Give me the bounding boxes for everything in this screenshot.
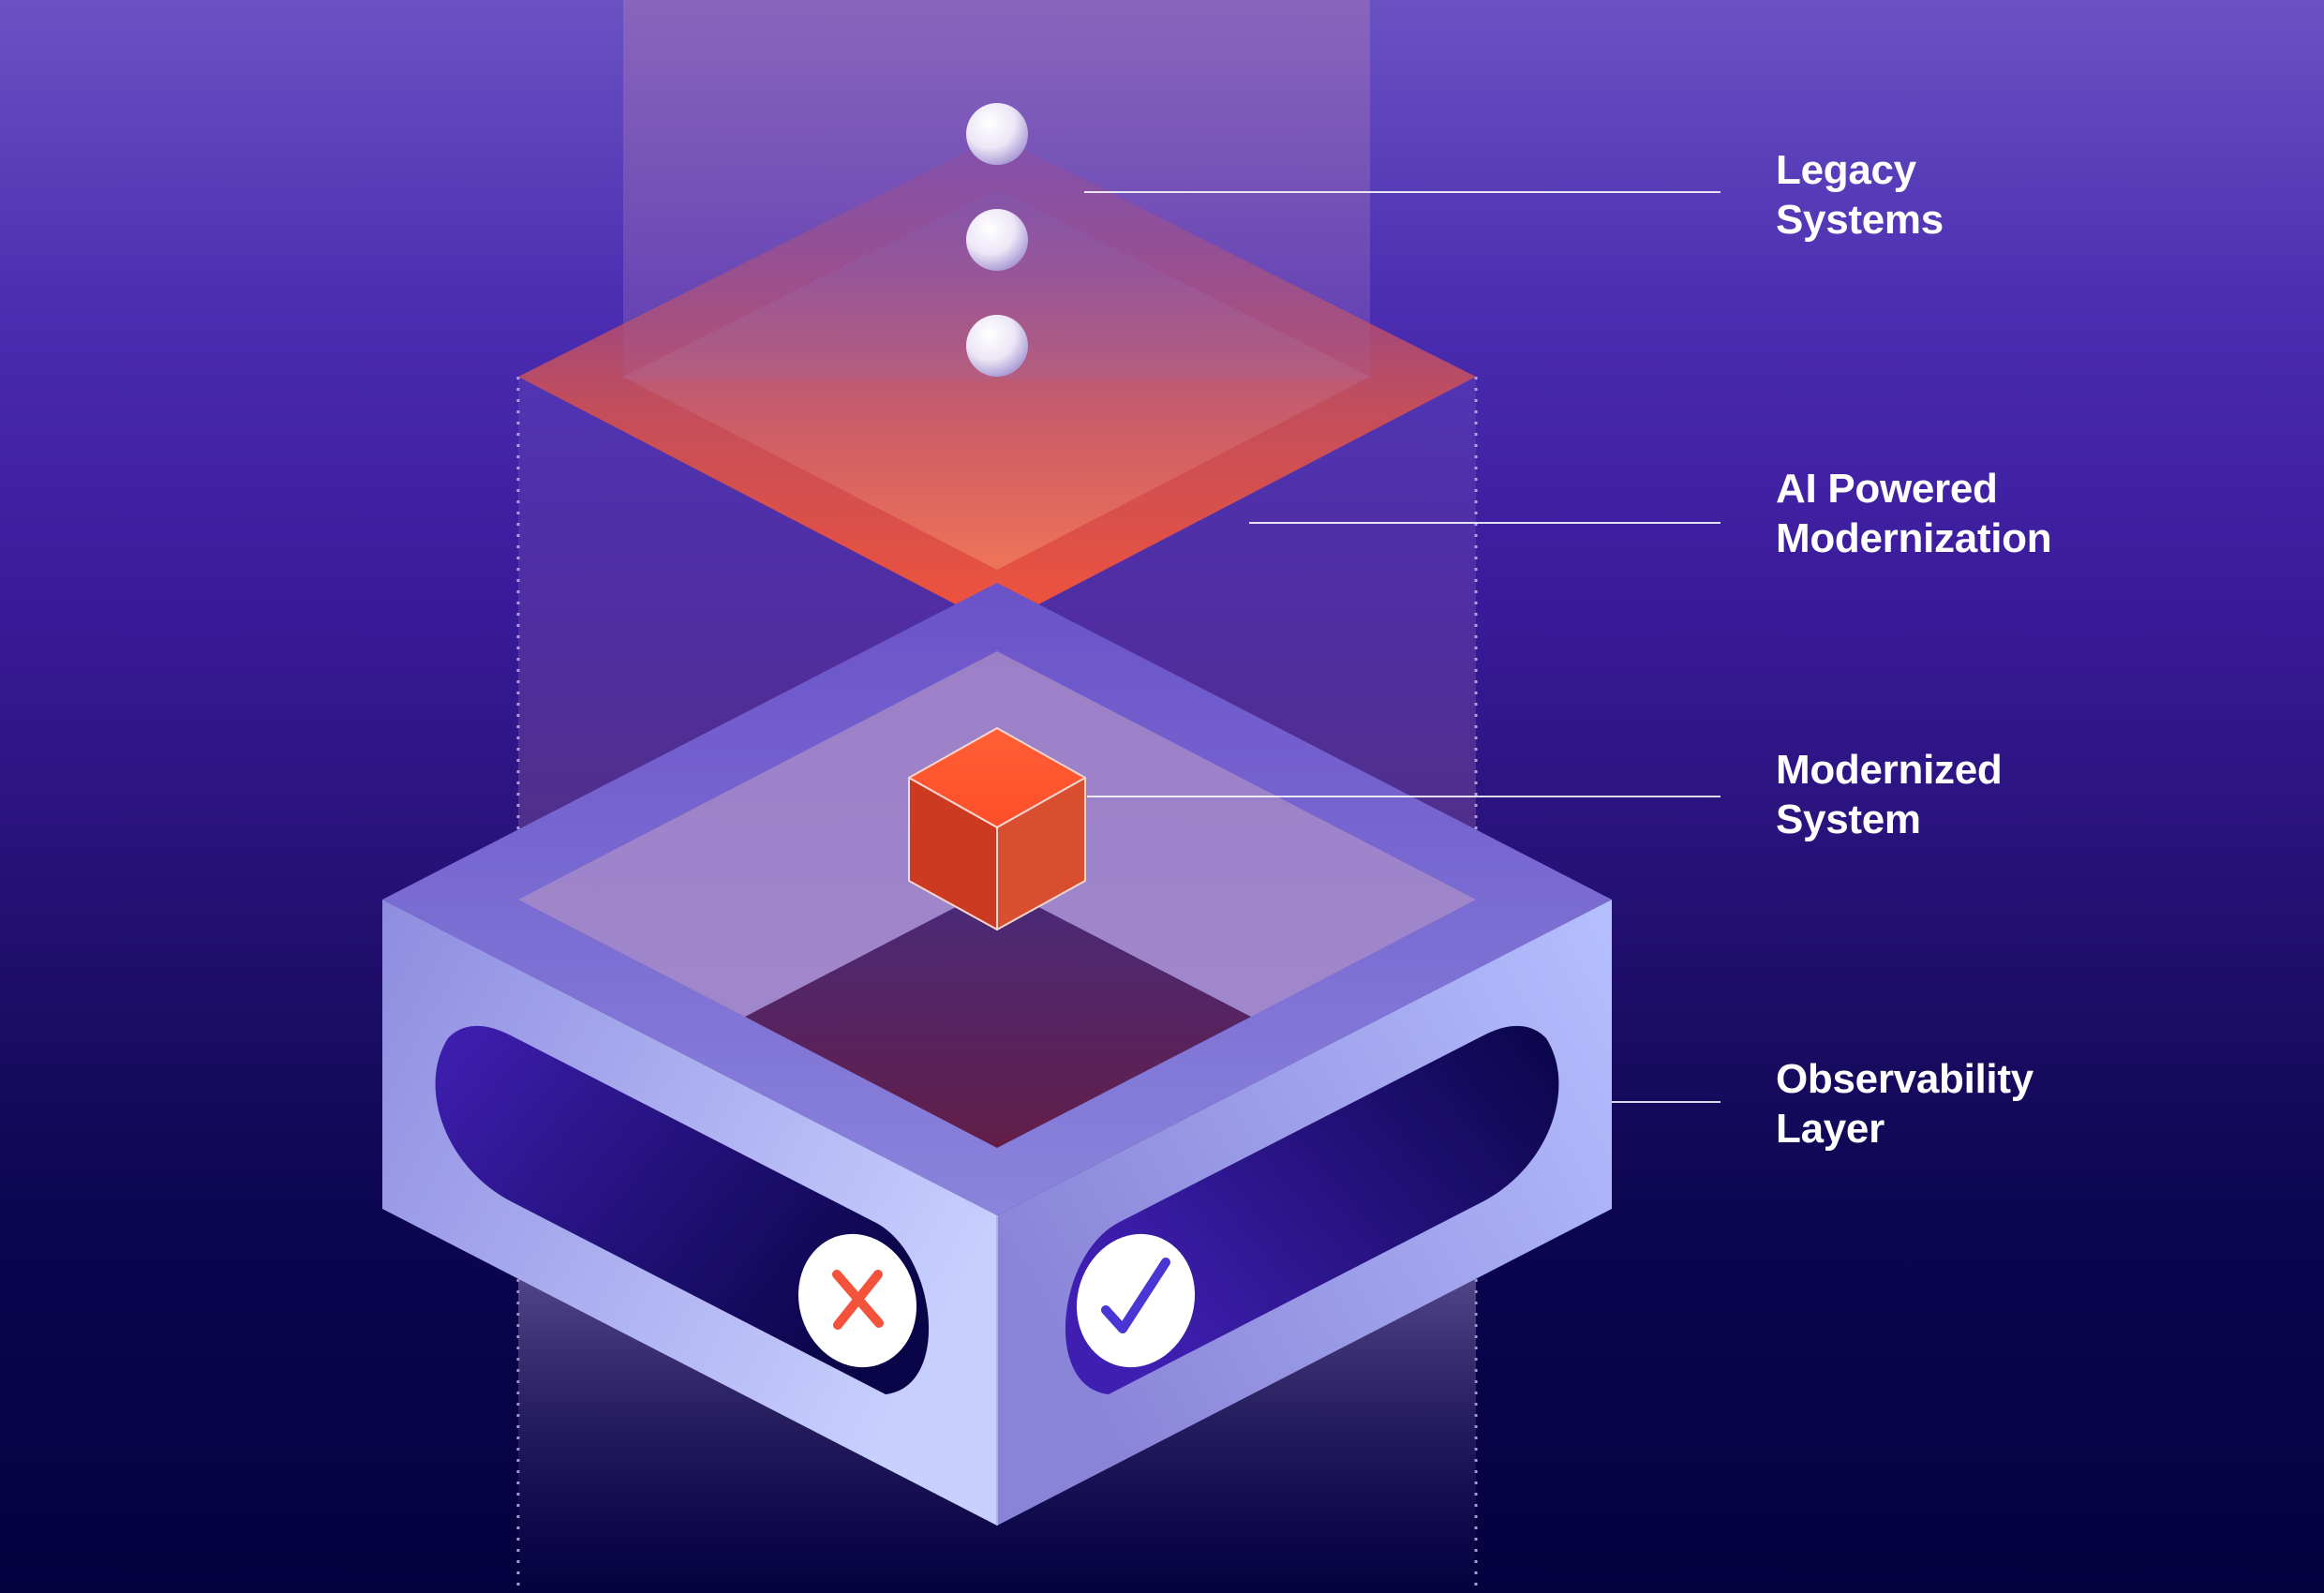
approve-slot [1065, 1025, 1559, 1394]
label-ai-powered-modernization: AI Powered Modernization [1776, 464, 2052, 563]
x-mark-icon [832, 1270, 884, 1330]
label-modernized-system: Modernized System [1776, 745, 2003, 844]
check-mark-icon [1101, 1258, 1170, 1333]
modernized-cube [908, 727, 1086, 930]
reject-slot [435, 1025, 930, 1394]
label-observability-layer: Observability Layer [1776, 1054, 2034, 1154]
legacy-dot [966, 103, 1028, 165]
connector-lines [1084, 191, 1721, 1103]
legacy-dot [966, 315, 1028, 377]
label-modernized-line2: System [1776, 796, 1921, 842]
label-legacy-line1: Legacy [1776, 147, 1916, 193]
label-ai-line2: Modernization [1776, 515, 2052, 561]
label-ai-line1: AI Powered [1776, 466, 1998, 512]
label-observability-line2: Layer [1776, 1106, 1885, 1152]
legacy-system-dots [966, 103, 1028, 377]
ai-modernization-plane [518, 0, 1476, 626]
label-legacy-line2: Systems [1776, 197, 1944, 243]
label-legacy-systems: Legacy Systems [1776, 145, 1944, 245]
legacy-dot [966, 209, 1028, 271]
label-observability-line1: Observability [1776, 1056, 2034, 1102]
label-modernized-line1: Modernized [1776, 747, 2003, 793]
